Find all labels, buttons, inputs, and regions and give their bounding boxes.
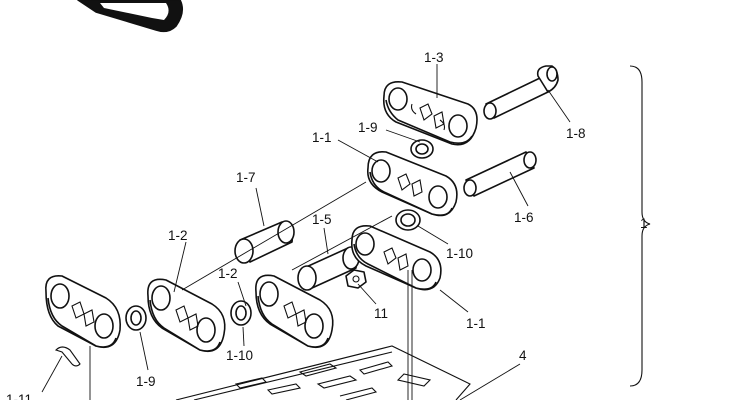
label-1-11: 1-11 [6, 392, 32, 400]
label-1-9-upper: 1-9 [358, 120, 378, 135]
link-1-2-left [147, 278, 226, 353]
label-1-2-middle: 1-2 [218, 266, 238, 281]
nut-11 [345, 269, 367, 289]
pin-1-8 [483, 65, 559, 120]
washer-1-10-upper [395, 209, 421, 231]
part-labels: 1-3 1-8 1-9 1-1 1-7 1-6 1-5 1-2 1-2 1-10… [6, 50, 648, 400]
track-shoe-corner [77, 0, 184, 33]
pin-1-6 [463, 151, 537, 197]
link-1-2-middle [255, 274, 334, 349]
washer-1-10-lower [230, 300, 252, 326]
label-1-1-upper: 1-1 [312, 130, 332, 145]
label-11: 11 [374, 306, 388, 321]
label-1-2-left: 1-2 [168, 228, 188, 243]
cotter-1-11 [54, 346, 81, 367]
leader-lines [41, 64, 571, 400]
label-1-10-upper: 1-10 [446, 246, 473, 261]
label-1: 1 [640, 216, 648, 231]
link-end-left [45, 275, 122, 349]
label-1-10-lower: 1-10 [226, 348, 253, 363]
link-1-3 [382, 80, 478, 146]
label-1-9-lower: 1-9 [136, 374, 156, 389]
label-1-1-lower: 1-1 [466, 316, 486, 331]
label-1-8: 1-8 [566, 126, 586, 141]
washer-1-9-upper [410, 139, 434, 159]
assembly-bracket [629, 65, 651, 387]
track-shoe-4 [175, 345, 471, 400]
washer-1-9-lower [125, 305, 147, 331]
label-1-6: 1-6 [514, 210, 534, 225]
assembly-guide-lines [89, 181, 413, 400]
link-1-1-lower [350, 224, 442, 291]
label-4: 4 [519, 348, 527, 363]
label-1-5: 1-5 [312, 212, 332, 227]
label-1-7: 1-7 [236, 170, 256, 185]
link-1-1-upper [366, 151, 458, 217]
label-1-3: 1-3 [424, 50, 444, 65]
